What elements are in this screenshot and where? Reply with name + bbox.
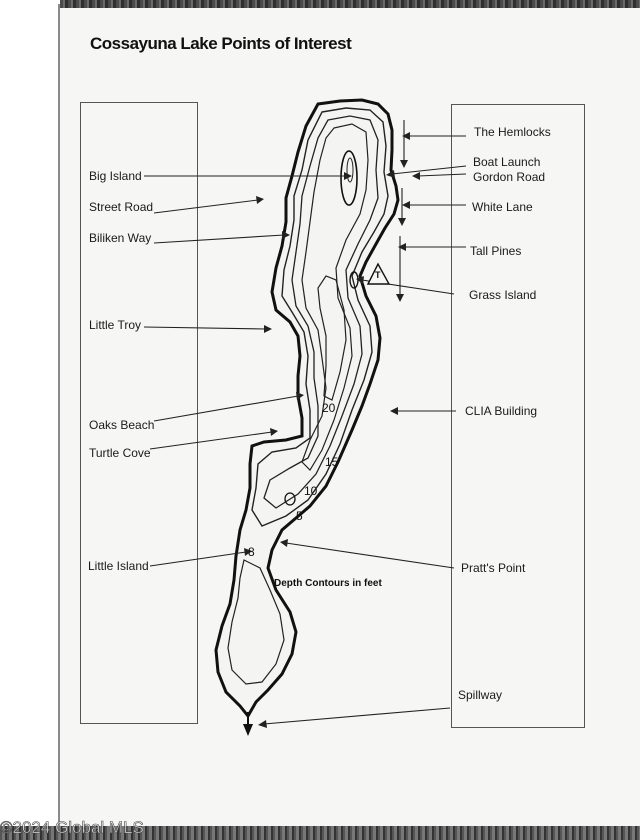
arrow-oaks-beach [153, 395, 299, 422]
arrow-turtle-cove [149, 431, 273, 450]
depth-legend: Depth Contours in feet [274, 578, 382, 589]
label-biliken-way: Biliken Way [89, 231, 152, 245]
label-clia-building: CLIA Building [465, 404, 538, 418]
spillway-arrowhead [243, 724, 253, 736]
contour-20 [317, 275, 347, 401]
arrowhead-pratts-point [280, 539, 288, 547]
big-island-inner [346, 157, 354, 183]
label-big-island: Big Island [89, 169, 142, 183]
contour-15 [301, 123, 369, 471]
contour-label-10: 10 [304, 484, 318, 498]
arrowhead-grass-island [356, 276, 364, 284]
arrow-gordon-road [417, 173, 467, 177]
arrowhead-little-island [244, 548, 252, 556]
arrowhead-little-troy [264, 325, 272, 333]
right-label-panel [451, 104, 585, 728]
arrowhead-big-island [344, 172, 352, 180]
contour-label-8: 8 [248, 545, 255, 559]
label-turtle-cove: Turtle Cove [89, 446, 151, 460]
arrowhead-tall-pines [398, 243, 406, 251]
arrowhead-turtle-cove [270, 428, 278, 436]
label-pratts-point: Pratt's Point [461, 561, 526, 575]
arrowhead-street-road [256, 196, 264, 204]
label-white-lane: White Lane [472, 200, 533, 214]
south-basin-contour [227, 559, 285, 685]
arrow-boat-launch [391, 165, 467, 175]
contour-label-15: 15 [325, 455, 339, 469]
arrow-biliken-way [153, 234, 285, 244]
arrowhead-hemlocks-down [400, 160, 408, 168]
scan-margin-left [0, 0, 60, 840]
arrowhead-gordon-road [412, 172, 420, 180]
label-gordon-road: Gordon Road [473, 170, 546, 184]
arrow-little-troy [143, 326, 267, 330]
arrowhead-boat-launch [386, 170, 395, 178]
lake-shoreline [214, 98, 400, 719]
watermark: ©2024 Global MLS [0, 818, 144, 838]
map-title: Cossayuna Lake Points of Interest [90, 34, 352, 53]
label-the-hemlocks: The Hemlocks [474, 125, 551, 139]
boat-launch-symbol-letter: T [375, 270, 381, 280]
contour-label-5: 5 [296, 509, 303, 523]
arrow-little-island [149, 551, 247, 567]
label-little-island: Little Island [88, 559, 149, 573]
arrow-pratts-point [285, 542, 455, 569]
contour-5 [251, 107, 389, 527]
scan-edge-bottom [0, 826, 640, 840]
scan-edge-top [60, 0, 640, 8]
arrowhead-the-hemlocks [402, 132, 410, 140]
label-oaks-beach: Oaks Beach [89, 418, 155, 432]
contour-10 [263, 115, 379, 509]
boat-launch-symbol [366, 262, 391, 285]
arrowhead-oaks-beach [296, 392, 304, 400]
contour-label-20: 20 [322, 401, 336, 415]
label-tall-pines: Tall Pines [470, 244, 522, 258]
small-islet [284, 492, 296, 506]
arrow-street-road [153, 199, 259, 214]
label-grass-island: Grass Island [469, 288, 537, 302]
arrowhead-tall-pines-down [396, 294, 404, 302]
big-island [340, 150, 358, 206]
arrow-spillway [263, 707, 451, 725]
arrowhead-spillway [258, 720, 267, 728]
label-little-troy: Little Troy [89, 318, 142, 332]
arrowhead-clia-building [390, 407, 398, 415]
arrowhead-white-lane-down [398, 218, 406, 226]
label-spillway: Spillway [458, 688, 503, 702]
label-street-road: Street Road [89, 200, 154, 214]
arrowhead-white-lane [402, 201, 410, 209]
label-boat-launch: Boat Launch [473, 155, 541, 169]
arrowhead-biliken-way [282, 231, 290, 239]
